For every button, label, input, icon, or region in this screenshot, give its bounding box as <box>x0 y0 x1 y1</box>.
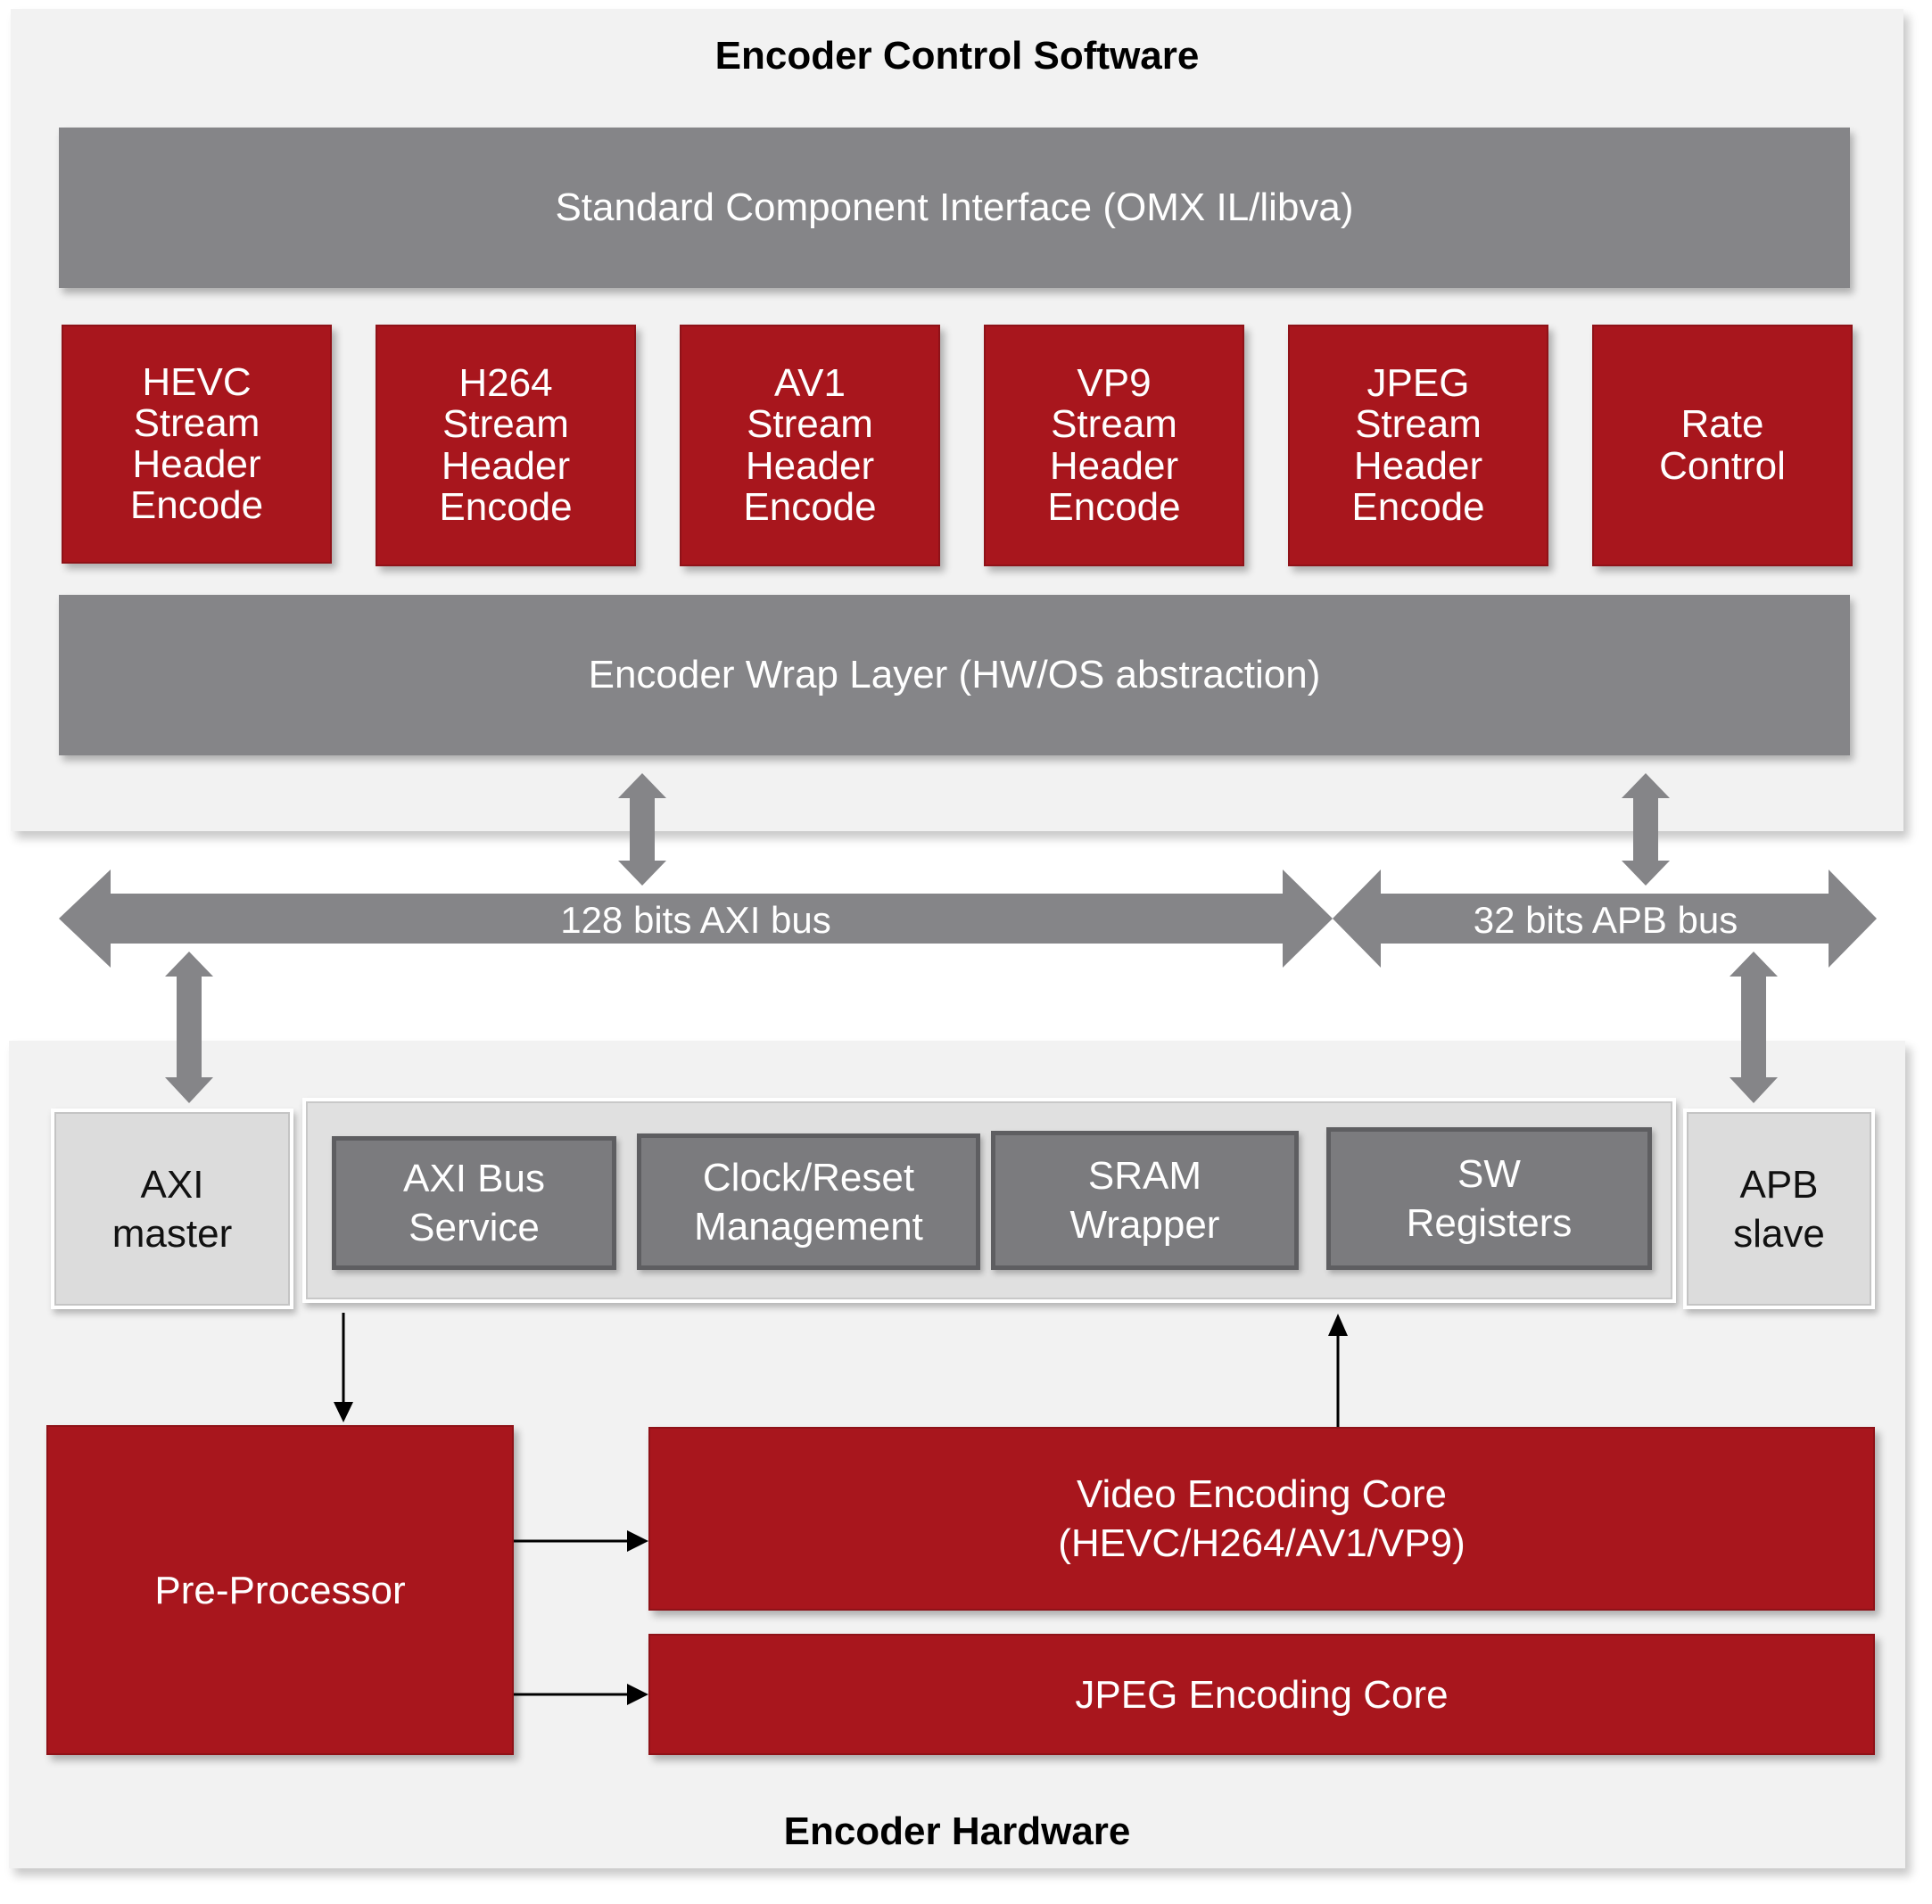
axi-bus-arrow <box>59 870 1333 968</box>
preprocessor-to-jpeg-core-arrowhead <box>627 1684 648 1705</box>
axi-bus-label: 128 bits AXI bus <box>560 899 831 941</box>
apb-bus-label: 32 bits APB bus <box>1474 899 1738 941</box>
module-av1-header-encode: AV1 Stream Header Encode <box>680 325 940 566</box>
module-h264-header-encode: H264 Stream Header Encode <box>376 325 636 566</box>
clock-reset-management-box: Clock/Reset Management <box>637 1133 980 1270</box>
wrap-to-axi-arrow <box>618 773 666 886</box>
hardware-panel-title: Encoder Hardware <box>783 1809 1131 1853</box>
pre-processor-box: Pre-Processor <box>46 1425 514 1755</box>
jpeg-encoding-core-box: JPEG Encoding Core <box>648 1634 1875 1755</box>
module-hevc-header-encode: HEVC Stream Header Encode <box>62 325 332 564</box>
preprocessor-to-video-core-arrowhead <box>627 1530 648 1552</box>
encoder-wrap-layer-bar: Encoder Wrap Layer (HW/OS abstraction) <box>59 595 1850 755</box>
sw-registers-box: SW Registers <box>1326 1127 1652 1270</box>
axi-master-box: AXI master <box>51 1109 293 1309</box>
apb-slave-box: APB slave <box>1683 1109 1875 1309</box>
sram-wrapper-box: SRAM Wrapper <box>991 1131 1299 1270</box>
apb-to-slave-arrow <box>1730 952 1778 1103</box>
module-vp9-header-encode: VP9 Stream Header Encode <box>984 325 1244 566</box>
video-encoding-core-box: Video Encoding Core (HEVC/H264/AV1/VP9) <box>648 1427 1875 1611</box>
master-to-preprocessor-arrowhead <box>334 1402 353 1422</box>
apb-bus-arrow <box>1333 870 1877 968</box>
module-jpeg-header-encode: JPEG Stream Header Encode <box>1288 325 1548 566</box>
core-to-registers-arrowhead <box>1328 1314 1348 1336</box>
wrap-to-apb-arrow <box>1622 773 1670 886</box>
software-panel-title: Encoder Control Software <box>714 34 1200 78</box>
axi-to-master-arrow <box>165 952 213 1103</box>
axi-bus-service-box: AXI Bus Service <box>332 1136 616 1270</box>
standard-component-interface-bar: Standard Component Interface (OMX IL/lib… <box>59 128 1850 288</box>
module-rate-control: Rate Control <box>1592 325 1853 566</box>
